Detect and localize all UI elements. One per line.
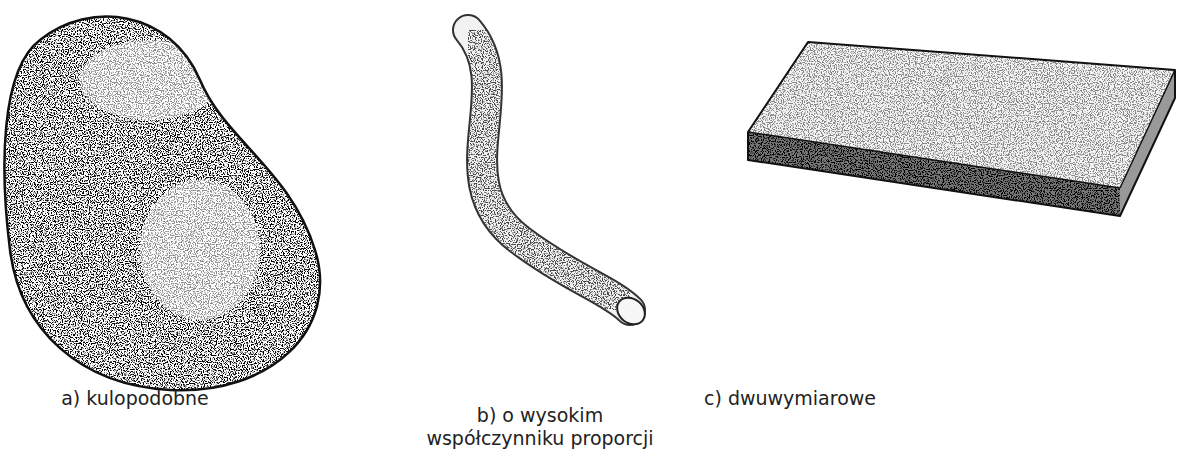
caption-label: c) dwuwymiarowe bbox=[690, 387, 890, 410]
spherical-particle bbox=[0, 0, 340, 400]
high-aspect-ratio-particle bbox=[468, 30, 650, 330]
caption-label: a) kulopodobne bbox=[20, 387, 250, 410]
caption-label: b) o wysokim współczynniku proporcji bbox=[410, 404, 670, 450]
two-dimensional-particle bbox=[748, 42, 1175, 216]
